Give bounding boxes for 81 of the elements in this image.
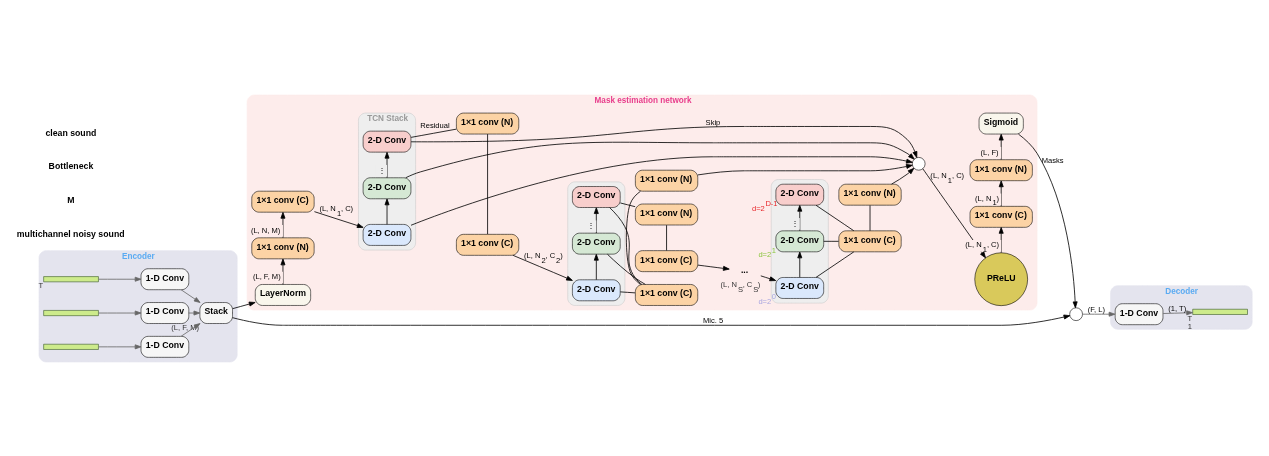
connector [607, 253, 646, 285]
connector [410, 128, 457, 138]
node-box: 1×1 conv (N) [635, 169, 699, 191]
node-box: 1×1 conv (C) [456, 233, 520, 256]
node-box: Stack [199, 301, 233, 324]
connector [625, 190, 641, 285]
arrow [314, 210, 364, 228]
node-box: 1-D Conv [140, 301, 190, 324]
node-box: 2-D Conv [572, 185, 621, 208]
arrow [891, 167, 915, 184]
node-box: LayerNorm [255, 283, 311, 306]
node-box: 1-D Conv [140, 267, 190, 290]
connector [609, 206, 643, 285]
arrow [98, 276, 142, 282]
node-box: 2-D Conv [572, 232, 621, 254]
node-box: 1-D Conv [1114, 302, 1164, 325]
arrow [760, 274, 777, 281]
node-box: 1×1 conv (N) [456, 112, 520, 134]
arrow [998, 133, 1004, 160]
node-box: 1×1 conv (C) [838, 230, 902, 252]
connector [823, 240, 839, 242]
node-box: 2-D Conv [362, 177, 412, 199]
arrow [180, 322, 201, 337]
arrow [232, 301, 256, 309]
arrow [593, 206, 599, 233]
arrow [98, 310, 142, 315]
node-box: 1×1 conv (C) [635, 283, 699, 306]
arrow [998, 180, 1004, 207]
node-box: 1×1 conv (C) [251, 190, 315, 212]
node-box: 2-D Conv [362, 223, 412, 246]
node-box: 1×1 conv (C) [635, 249, 699, 272]
node-bar [43, 343, 99, 350]
arrow [384, 151, 390, 178]
arrow [998, 226, 1004, 253]
arrow [98, 343, 142, 349]
arrow [232, 314, 1071, 326]
arrow [697, 163, 913, 175]
node-bar [43, 275, 99, 282]
connector [815, 204, 855, 231]
node-box: 2-D Conv [775, 183, 824, 205]
node-box: 2-D Conv [572, 279, 621, 301]
node-box: 1×1 conv (C) [969, 205, 1033, 228]
node-box: 1×1 conv (N) [635, 203, 699, 225]
connector [815, 250, 855, 278]
node-box: 2-D Conv [775, 230, 824, 252]
node-box: 1×1 conv (N) [251, 237, 315, 259]
arrow [697, 264, 730, 271]
label: Bottleneck [48, 160, 94, 171]
node-box: 1-D Conv [140, 335, 190, 358]
arrow [1162, 309, 1193, 315]
arrow [405, 141, 915, 178]
arrow [512, 254, 573, 281]
node-box: 2-D Conv [775, 276, 824, 299]
node-bar [1192, 308, 1248, 315]
arrow [280, 211, 286, 238]
arrow [1082, 311, 1116, 317]
node-box: Sigmoid [978, 112, 1024, 134]
connector [487, 133, 488, 235]
arrow [180, 288, 201, 303]
node-box: 1×1 conv (N) [838, 183, 902, 205]
arrow [922, 167, 986, 258]
label: M [67, 194, 75, 205]
arrow [593, 253, 599, 280]
node-bar [43, 309, 99, 316]
node-box: 2-D Conv [362, 130, 412, 152]
arrow [410, 125, 918, 158]
label: clean sound [45, 127, 97, 138]
node-text: ... [740, 264, 749, 275]
arrow [280, 258, 286, 285]
connector [619, 290, 636, 293]
arrow [188, 310, 201, 315]
arrow [1018, 133, 1078, 308]
label: multichannel noisy sound [16, 228, 125, 239]
node-circle [1069, 307, 1083, 321]
arrow [384, 198, 390, 225]
node-box: 1×1 conv (N) [969, 158, 1033, 181]
connector [666, 224, 667, 251]
connector [619, 202, 636, 207]
arrow [797, 204, 803, 231]
node-circle [912, 156, 926, 170]
arrow [797, 251, 803, 278]
